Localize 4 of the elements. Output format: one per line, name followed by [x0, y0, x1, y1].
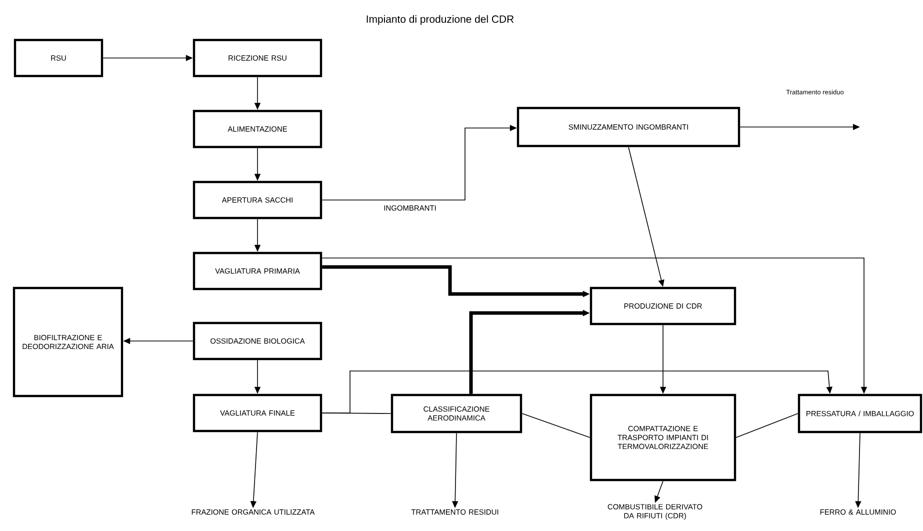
connector-line — [736, 413, 798, 438]
connector-line — [522, 413, 590, 438]
title: Impianto di produzione del CDR — [366, 15, 514, 25]
arrow — [322, 370, 832, 414]
